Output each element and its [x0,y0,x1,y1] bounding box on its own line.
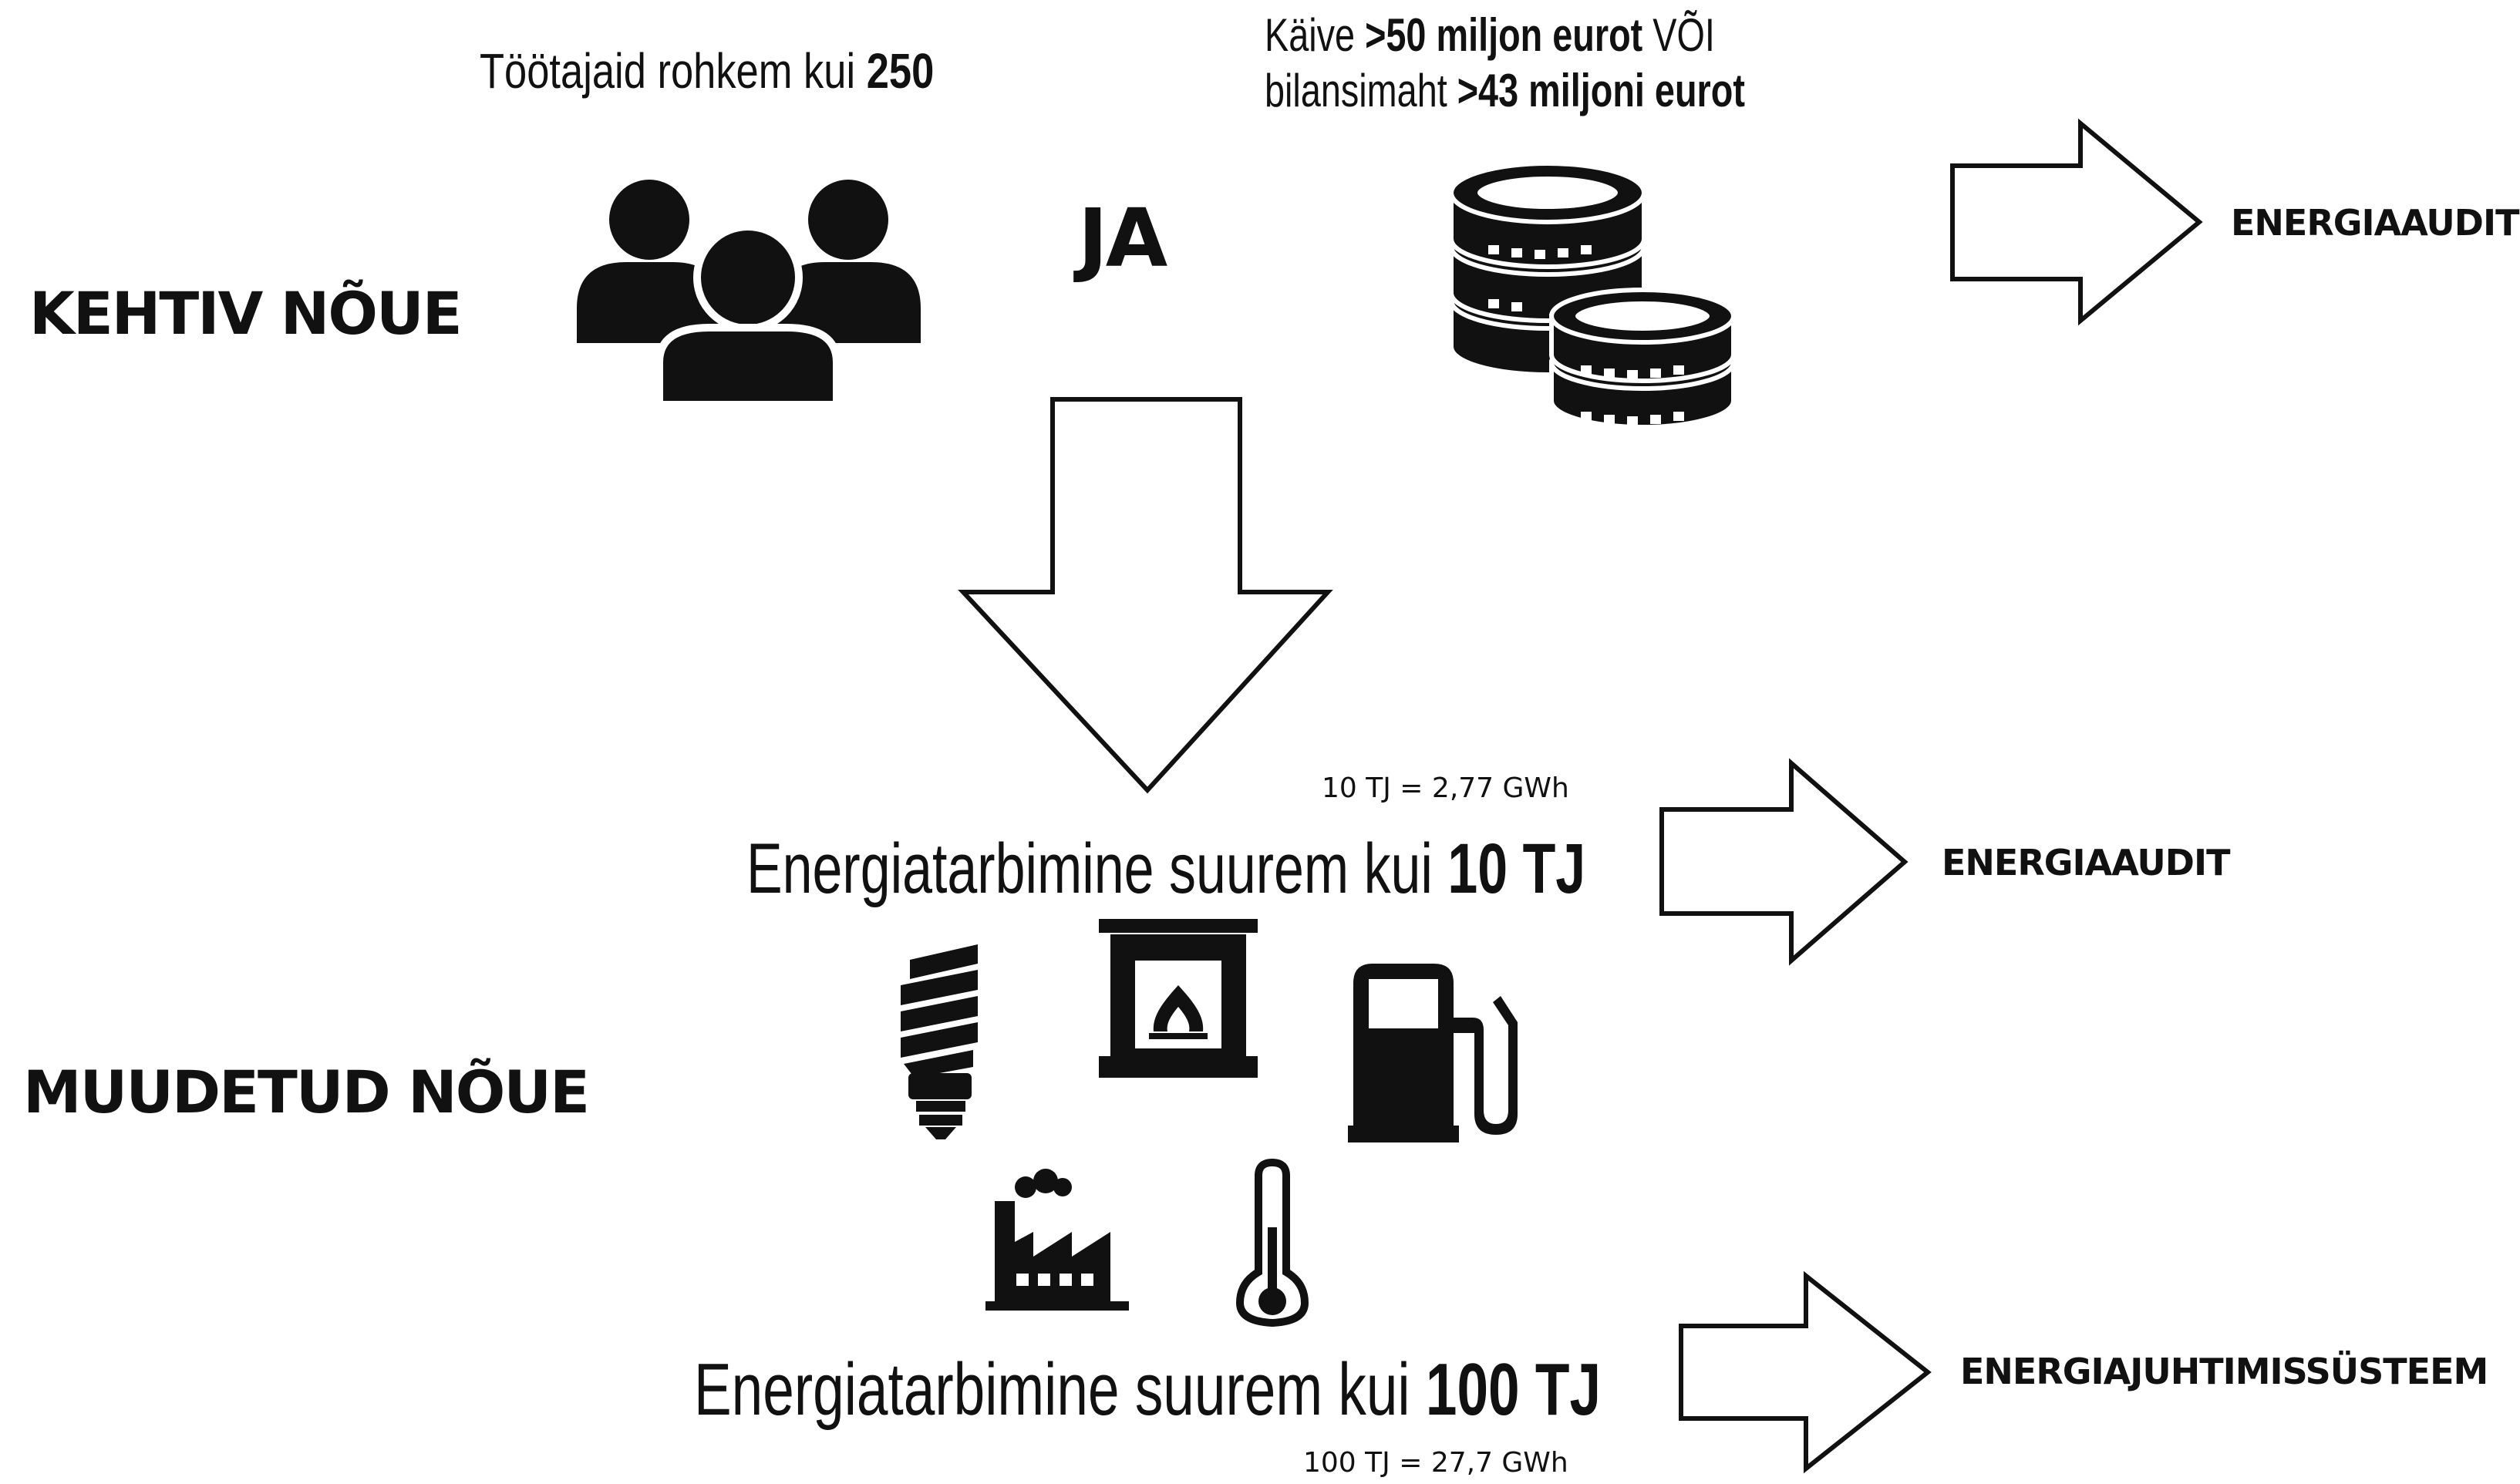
current-requirement-label: KEHTIV NÕUE [29,279,463,348]
consumption-100tj-condition: Energiatarbimine suurem kui 100 TJ [694,1348,1601,1432]
coins-icon [1449,161,1736,429]
turnover-prefix: Käive [1265,9,1366,61]
people-icon [577,180,921,409]
turnover-value: >50 miljon eurot [1365,9,1643,61]
outcome-energy-audit-changed: ENERGIAAUDIT [1942,842,2230,883]
fuel-pump-icon [1348,964,1518,1142]
turnover-or: VÕI [1642,9,1715,61]
balance-value: >43 miljoni eurot [1457,65,1745,116]
employees-condition: Töötajaid rohkem kui 250 [480,42,934,99]
consumption-100tj-prefix: Energiatarbimine suurem kui [694,1348,1426,1431]
and-connector: JA [1078,191,1167,285]
arrow-right-icon [1950,118,2203,326]
factory-icon [985,1169,1129,1311]
arrow-down-icon [958,397,1333,794]
changed-requirement-label: MUUDETUD NÕUE [23,1058,590,1126]
employees-prefix: Töötajaid rohkem kui [480,43,867,99]
balance-prefix: bilansimaht [1265,65,1457,116]
turnover-condition: Käive >50 miljon eurot VÕI bilansimaht >… [1265,8,1745,119]
arrow-right-icon [1659,758,1909,966]
consumption-10tj-condition: Energiatarbimine suurem kui 10 TJ [746,829,1585,910]
light-bulb-icon [901,944,978,1139]
thermometer-icon [1235,1158,1309,1328]
fireplace-icon [1099,919,1258,1078]
consumption-10tj-prefix: Energiatarbimine suurem kui [746,829,1448,908]
outcome-energy-audit-current: ENERGIAAUDIT [2231,202,2519,244]
consumption-10tj-value: 10 TJ [1447,829,1586,908]
outcome-energy-management-system: ENERGIAJUHTIMISSÜSTEEM [1960,1351,2488,1392]
consumption-100tj-value: 100 TJ [1425,1348,1602,1431]
arrow-right-icon [1679,1270,1932,1474]
conversion-100tj: 100 TJ = 27,7 GWh [1303,1447,1568,1479]
conversion-10tj: 10 TJ = 2,77 GWh [1322,772,1569,804]
employees-value: 250 [866,43,935,99]
